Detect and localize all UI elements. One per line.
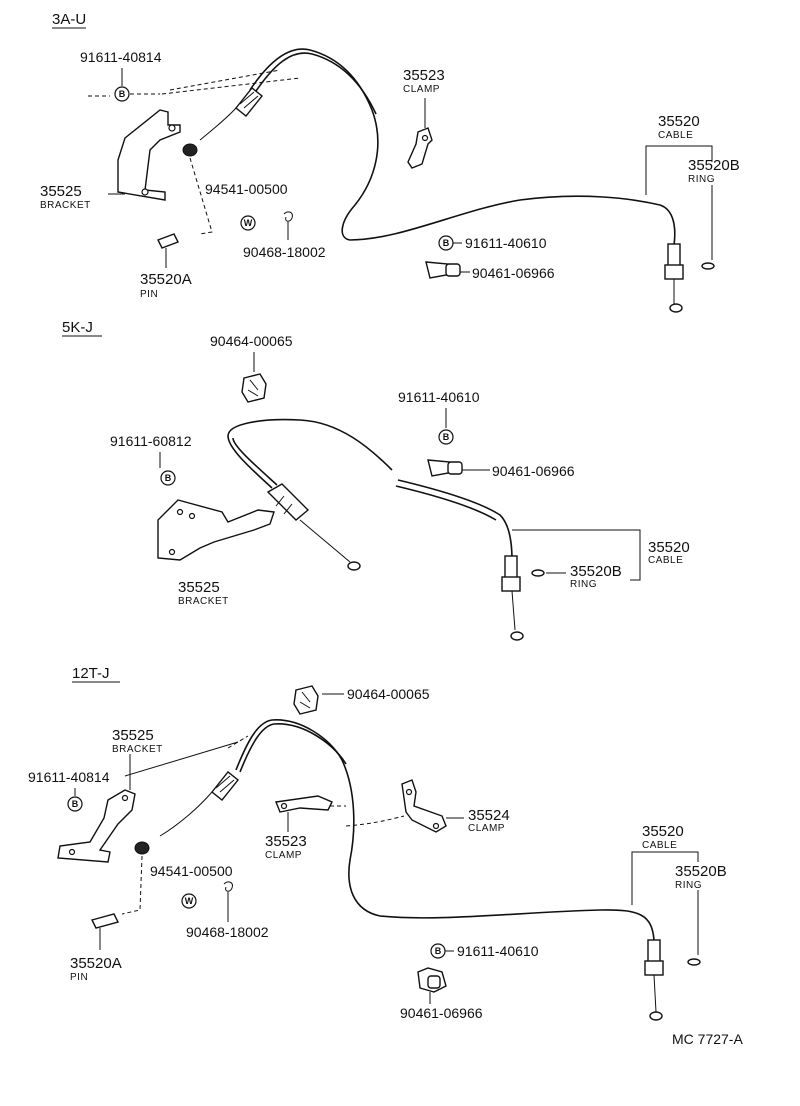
part-35520b: 35520B	[675, 863, 727, 880]
part-94541-00500: 94541-00500	[205, 181, 288, 197]
part-90464-00065: 90464-00065	[210, 333, 293, 349]
grommet-90461	[417, 967, 447, 993]
pin-caption: PIN	[70, 972, 88, 983]
bracket-caption: BRACKET	[40, 200, 91, 211]
accelerator-cable	[227, 418, 393, 489]
part-35520: 35520	[648, 539, 690, 556]
ring-caption: RING	[675, 880, 702, 891]
section-title-5k-j: 5K-J	[62, 319, 93, 336]
part-91611-40610: 91611-40610	[465, 235, 547, 251]
pin-35520a	[90, 913, 120, 950]
ring-35520b	[531, 569, 545, 577]
grommet-90461	[425, 261, 461, 279]
svg-text:B: B	[165, 473, 172, 483]
diagram-code: MC 7727-A	[672, 1031, 743, 1047]
bolt-symbol	[114, 86, 130, 102]
svg-text:B: B	[435, 946, 442, 956]
ring-35520b	[687, 958, 701, 966]
cable-caption: CABLE	[648, 555, 683, 566]
svg-text:B: B	[443, 432, 450, 442]
accelerator-cable	[235, 719, 655, 941]
part-35520a: 35520A	[70, 955, 122, 972]
part-35520: 35520	[658, 113, 700, 130]
part-35523: 35523	[265, 833, 307, 850]
part-91611-60812: 91611-60812	[110, 433, 192, 449]
cable-end-lower	[664, 243, 684, 313]
part-90461-06966: 90461-06966	[400, 1005, 483, 1021]
clip-90464	[241, 373, 267, 403]
section-title-3a-u: 3A-U	[52, 11, 86, 28]
svg-text:W: W	[244, 218, 253, 228]
part-94541-00500: 94541-00500	[150, 863, 233, 879]
svg-text:B: B	[72, 799, 79, 809]
part-35525: 35525	[178, 579, 220, 596]
svg-text:W: W	[185, 896, 194, 906]
bracket-35525	[157, 499, 275, 561]
part-90468-18002: 90468-18002	[186, 924, 269, 940]
svg-text:B: B	[443, 238, 450, 248]
pin-35520a	[157, 233, 179, 268]
part-35520b: 35520B	[570, 563, 622, 580]
section-3a-u: 3A-U B 91611-40814	[40, 11, 740, 313]
bracket-35525	[57, 789, 136, 863]
part-35523: 35523	[403, 67, 445, 84]
cable-caption: CABLE	[642, 840, 677, 851]
cable-adjuster-upper	[266, 483, 361, 571]
bracket-caption: BRACKET	[112, 744, 163, 755]
bracket-35525	[117, 109, 181, 201]
part-91611-40814: 91611-40814	[28, 769, 110, 785]
part-35525: 35525	[40, 183, 82, 200]
washer-symbol	[240, 215, 256, 231]
section-title-12t-j: 12T-J	[72, 665, 110, 682]
clamp-caption: CLAMP	[403, 84, 440, 95]
part-35525: 35525	[112, 727, 154, 744]
ring-caption: RING	[688, 174, 715, 185]
section-12t-j: 12T-J 90464-00065 35525 BRACKET	[28, 665, 727, 1021]
clip-90468	[283, 211, 293, 222]
cable-end-lower	[501, 555, 524, 641]
cable-adjuster-upper	[134, 771, 239, 855]
cable-caption: CABLE	[658, 130, 693, 141]
part-35520a: 35520A	[140, 271, 192, 288]
accelerator-cable	[249, 48, 676, 246]
cable-end-lower	[644, 939, 664, 1021]
part-35524: 35524	[468, 807, 510, 824]
bolt-symbol	[67, 796, 83, 812]
washer-symbol	[181, 893, 197, 909]
part-90461-06966: 90461-06966	[492, 463, 575, 479]
clamp-35524	[401, 779, 447, 833]
part-90468-18002: 90468-18002	[243, 244, 326, 260]
part-35520b: 35520B	[688, 157, 740, 174]
bracket-caption: BRACKET	[178, 596, 229, 607]
ring-caption: RING	[570, 579, 597, 590]
part-90461-06966: 90461-06966	[472, 265, 555, 281]
svg-text:B: B	[119, 89, 126, 99]
clamp-35523	[407, 127, 433, 169]
part-90464-00065: 90464-00065	[347, 686, 430, 702]
part-91611-40610: 91611-40610	[398, 389, 480, 405]
part-91611-40610: 91611-40610	[457, 943, 539, 959]
pin-caption: PIN	[140, 289, 158, 300]
part-35520: 35520	[642, 823, 684, 840]
clamp-caption: CLAMP	[468, 823, 505, 834]
part-91611-40814: 91611-40814	[80, 49, 162, 65]
clamp-caption: CLAMP	[265, 850, 302, 861]
section-5k-j: 5K-J 90464-00065 91611-40610 B 91611-608…	[62, 319, 690, 641]
grommet-90461	[427, 459, 463, 477]
bolt-symbol	[438, 429, 454, 445]
clip-90464	[293, 685, 319, 715]
cable-adjuster-upper	[182, 87, 263, 157]
clip-90468	[223, 881, 233, 892]
bolt-symbol	[160, 470, 176, 486]
clamp-35523	[275, 795, 333, 813]
ring-35520b	[701, 262, 715, 270]
